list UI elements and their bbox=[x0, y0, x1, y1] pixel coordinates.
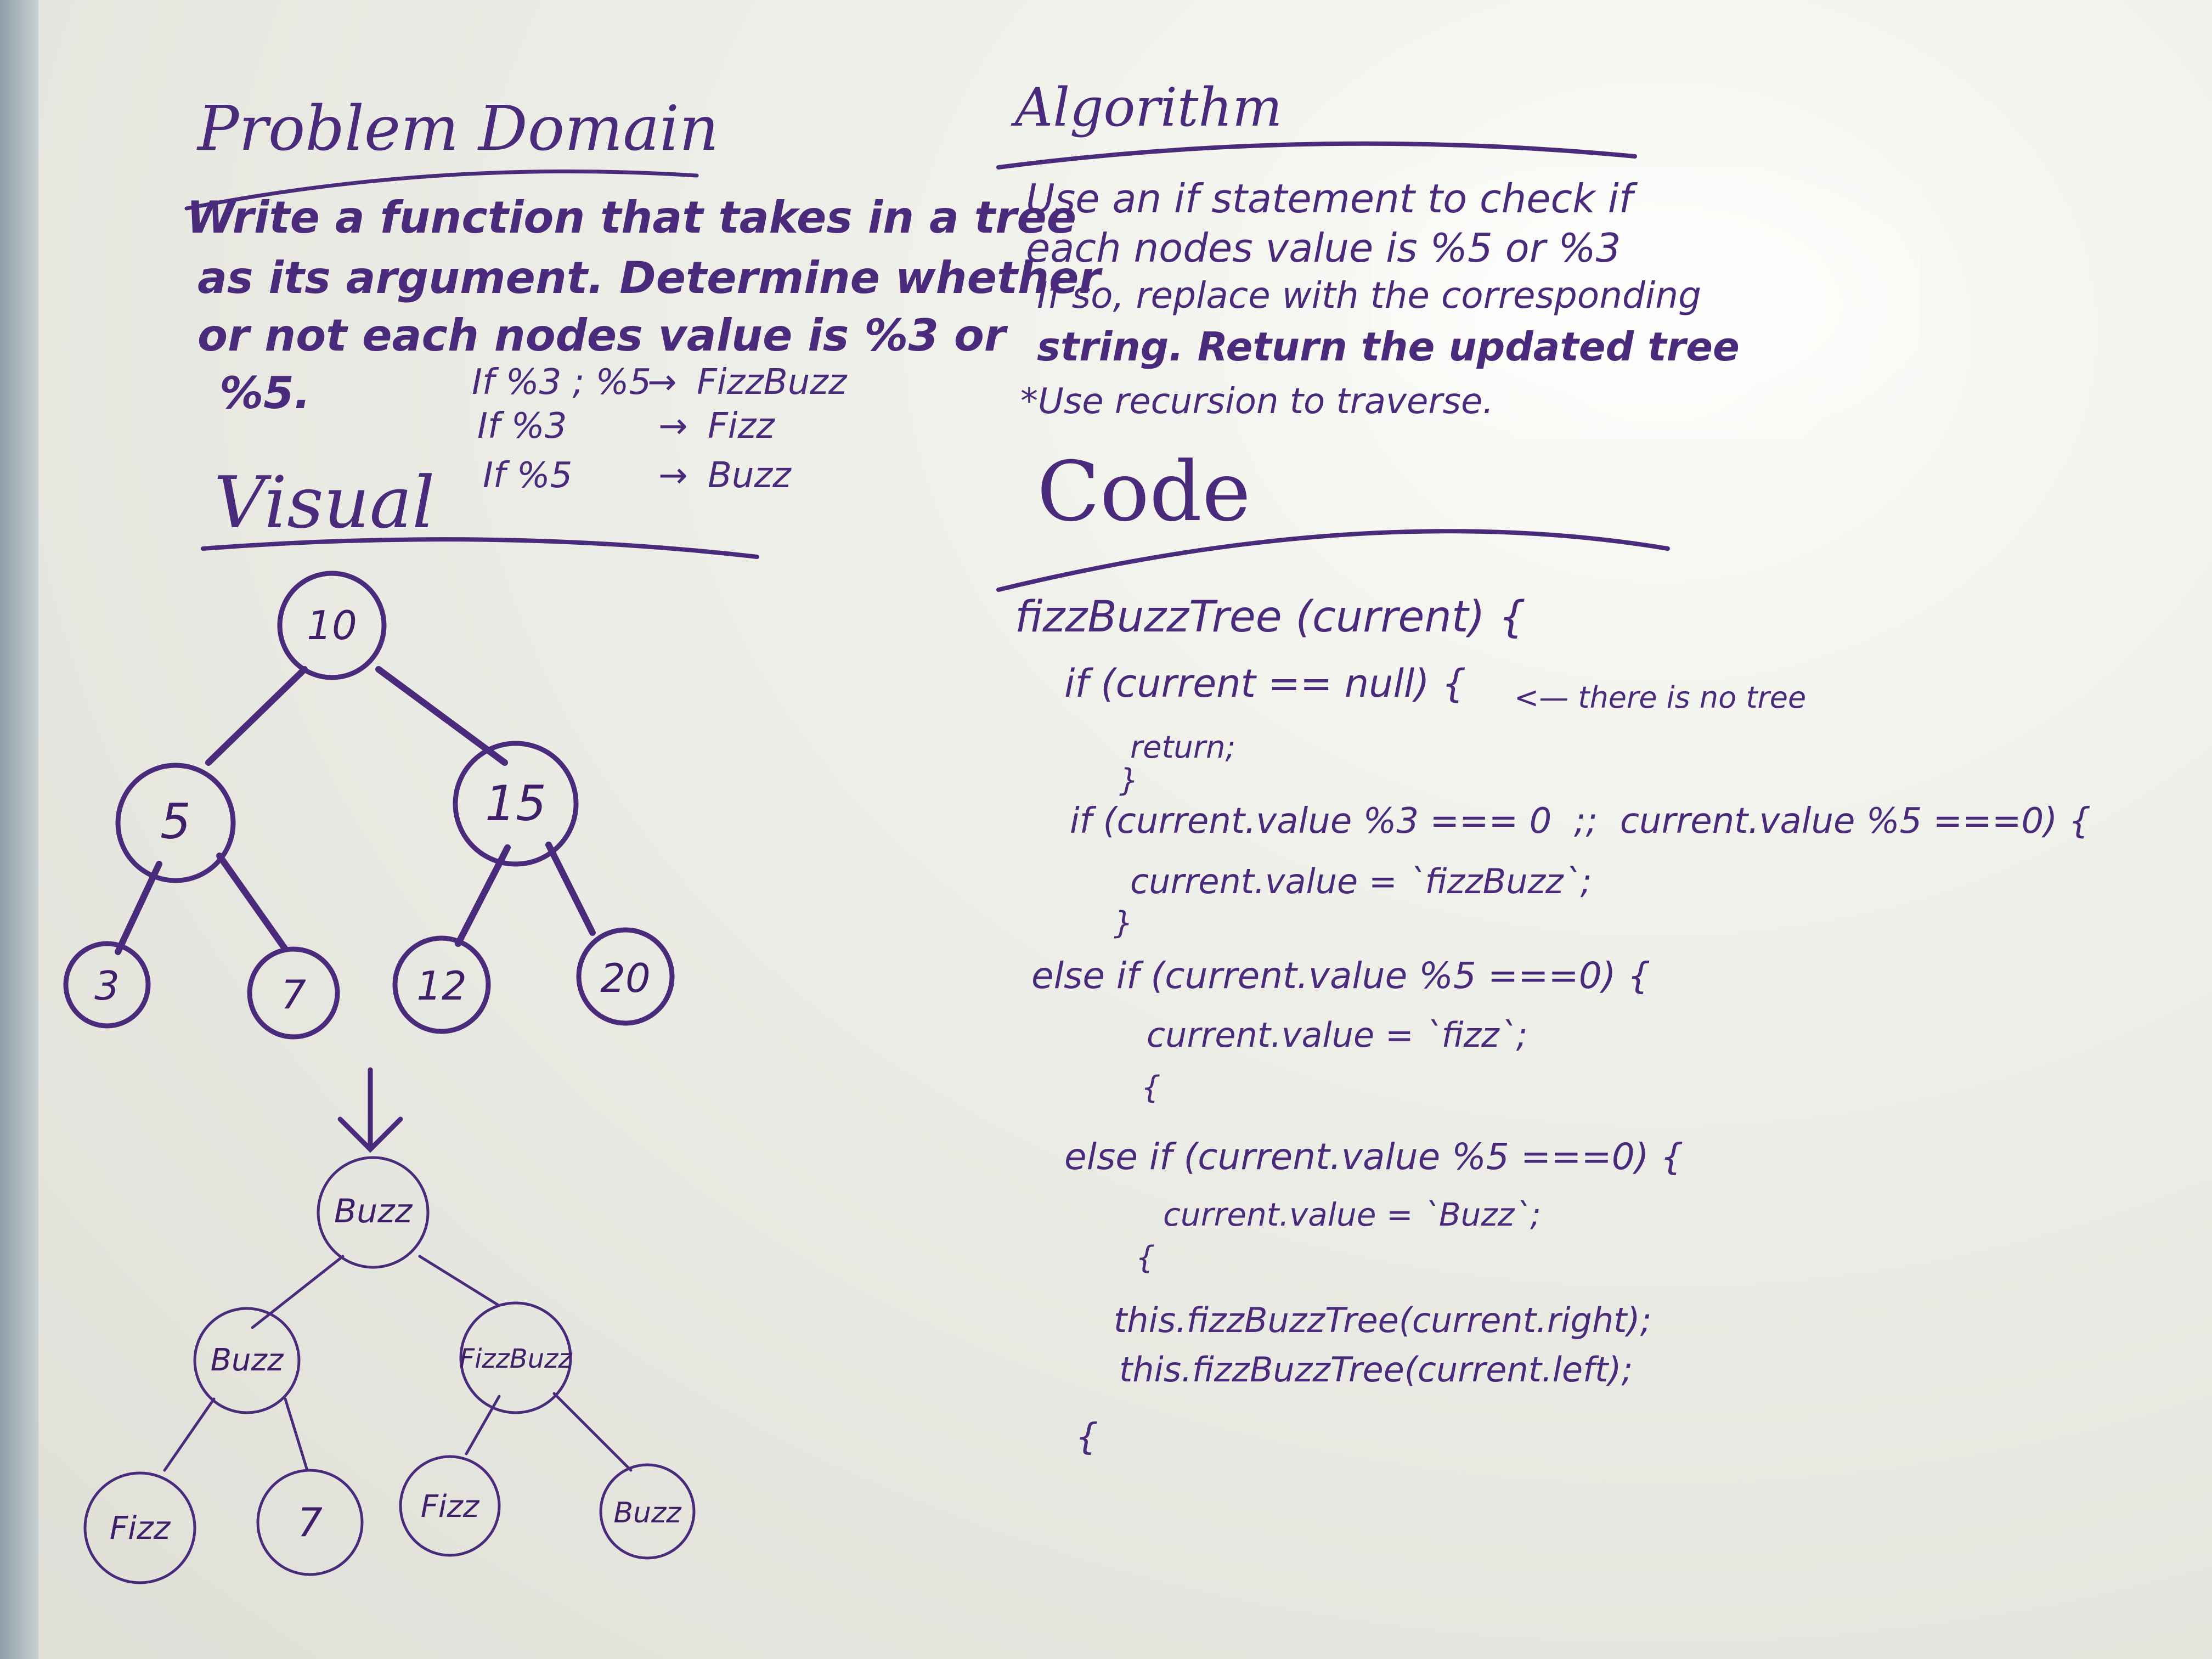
edge-a-left-fizz bbox=[163, 1397, 216, 1472]
problem-line-1: Write a function that takes in a tree bbox=[187, 192, 1077, 243]
edge-a-right-fizz bbox=[465, 1395, 501, 1455]
node-after-lr-label: 7 bbox=[297, 1499, 323, 1545]
code-underline bbox=[996, 529, 1670, 592]
edge-5-7 bbox=[216, 853, 289, 952]
edge-10-5 bbox=[205, 666, 308, 766]
rule-fizzbuzz-result: FizzBuzz bbox=[697, 362, 847, 403]
visual-underline bbox=[201, 537, 759, 559]
node-20-label: 20 bbox=[600, 955, 651, 1001]
edge-a-left-7 bbox=[284, 1397, 309, 1472]
code-line-16: { bbox=[1075, 1415, 1098, 1458]
node-after-ll bbox=[83, 1471, 196, 1584]
problem-line-4: %5. bbox=[219, 368, 311, 419]
code-line-7: } bbox=[1114, 905, 1133, 941]
node-after-right bbox=[459, 1301, 572, 1414]
edge-a-root-left bbox=[251, 1255, 345, 1329]
node-12 bbox=[392, 935, 491, 1034]
problem-line-2: as its argument. Determine whether bbox=[198, 252, 1101, 303]
node-after-rl-label: Fizz bbox=[421, 1489, 480, 1525]
rule-fizzbuzz-cond: If %3 ; %5 bbox=[472, 362, 652, 403]
node-5 bbox=[115, 763, 236, 883]
problem-domain-heading: Problem Domain bbox=[198, 93, 719, 165]
node-10-label: 10 bbox=[307, 602, 357, 648]
node-7 bbox=[247, 946, 340, 1040]
algorithm-line-3: If so, replace with the corresponding bbox=[1037, 274, 1701, 317]
code-line-14: this.fizzBuzzTree(current.right); bbox=[1114, 1300, 1652, 1340]
code-line-2: if (current == null) { bbox=[1064, 661, 1466, 706]
node-after-left-label: Buzz bbox=[211, 1342, 284, 1378]
node-12-label: 12 bbox=[416, 963, 467, 1009]
node-after-left bbox=[193, 1307, 301, 1414]
code-line-13: { bbox=[1136, 1240, 1155, 1276]
edge-15-20 bbox=[545, 842, 596, 936]
algorithm-line-4: string. Return the updated tree bbox=[1037, 324, 1740, 370]
code-line-6: current.value = `fizzBuzz`; bbox=[1130, 861, 1592, 901]
node-20 bbox=[576, 927, 675, 1026]
node-7-label: 7 bbox=[281, 972, 306, 1018]
code-line-10: { bbox=[1141, 1070, 1161, 1105]
code-line-1: fizzBuzzTree (current) { bbox=[1015, 592, 1526, 642]
rule-fizz-result: Fizz bbox=[708, 406, 775, 447]
code-heading: Code bbox=[1037, 444, 1251, 540]
code-line-5: if (current.value %3 === 0 ;; current.va… bbox=[1070, 801, 2091, 842]
algorithm-heading: Algorithm bbox=[1015, 77, 1283, 138]
rule-fizz-arrow: → bbox=[658, 406, 688, 447]
code-line-12: current.value = `Buzz`; bbox=[1163, 1196, 1541, 1233]
code-line-3: return; bbox=[1130, 730, 1236, 765]
rule-fizzbuzz-arrow: → bbox=[647, 362, 677, 403]
node-after-root bbox=[317, 1156, 430, 1269]
algorithm-line-5: *Use recursion to traverse. bbox=[1020, 381, 1494, 422]
edge-a-root-right bbox=[418, 1255, 501, 1307]
light-glare bbox=[1372, 165, 1920, 439]
node-after-lr bbox=[256, 1469, 364, 1576]
problem-line-3: or not each nodes value is %3 or bbox=[198, 310, 1006, 361]
node-after-ll-label: Fizz bbox=[110, 1509, 171, 1547]
code-note: <— there is no tree bbox=[1514, 680, 1807, 715]
down-arrow-icon bbox=[337, 1067, 403, 1153]
node-3-label: 3 bbox=[94, 963, 120, 1009]
node-after-right-label: FizzBuzz bbox=[459, 1344, 573, 1374]
code-line-4: } bbox=[1119, 763, 1139, 798]
node-after-rr bbox=[599, 1463, 696, 1560]
code-line-8: else if (current.value %5 ===0) { bbox=[1031, 955, 1651, 997]
edge-a-right-buzz bbox=[552, 1392, 633, 1472]
algorithm-underline bbox=[996, 141, 1637, 170]
code-line-9: current.value = `fizz`; bbox=[1147, 1015, 1528, 1055]
edge-10-15 bbox=[375, 666, 508, 766]
node-10 bbox=[277, 571, 387, 680]
node-15-label: 15 bbox=[485, 775, 546, 832]
node-3 bbox=[63, 941, 151, 1029]
node-5-label: 5 bbox=[160, 793, 191, 850]
rule-buzz-result: Buzz bbox=[708, 455, 791, 496]
rule-buzz-cond: If %5 bbox=[483, 455, 573, 496]
rule-fizz-cond: If %3 bbox=[477, 406, 567, 447]
node-15 bbox=[453, 741, 579, 867]
algorithm-line-2: each nodes value is %5 or %3 bbox=[1026, 225, 1621, 271]
node-after-rr-label: Buzz bbox=[613, 1497, 682, 1530]
code-line-11: else if (current.value %5 ===0) { bbox=[1064, 1136, 1684, 1178]
board-frame bbox=[0, 0, 38, 1659]
problem-underline bbox=[184, 170, 699, 211]
node-after-rl bbox=[399, 1455, 501, 1557]
code-line-15: this.fizzBuzzTree(current.left); bbox=[1119, 1350, 1633, 1390]
algorithm-line-1: Use an if statement to check if bbox=[1026, 176, 1633, 222]
edge-5-3 bbox=[115, 861, 162, 955]
rule-buzz-arrow: → bbox=[658, 455, 688, 496]
visual-heading: Visual bbox=[214, 461, 435, 544]
node-after-root-label: Buzz bbox=[334, 1192, 413, 1231]
